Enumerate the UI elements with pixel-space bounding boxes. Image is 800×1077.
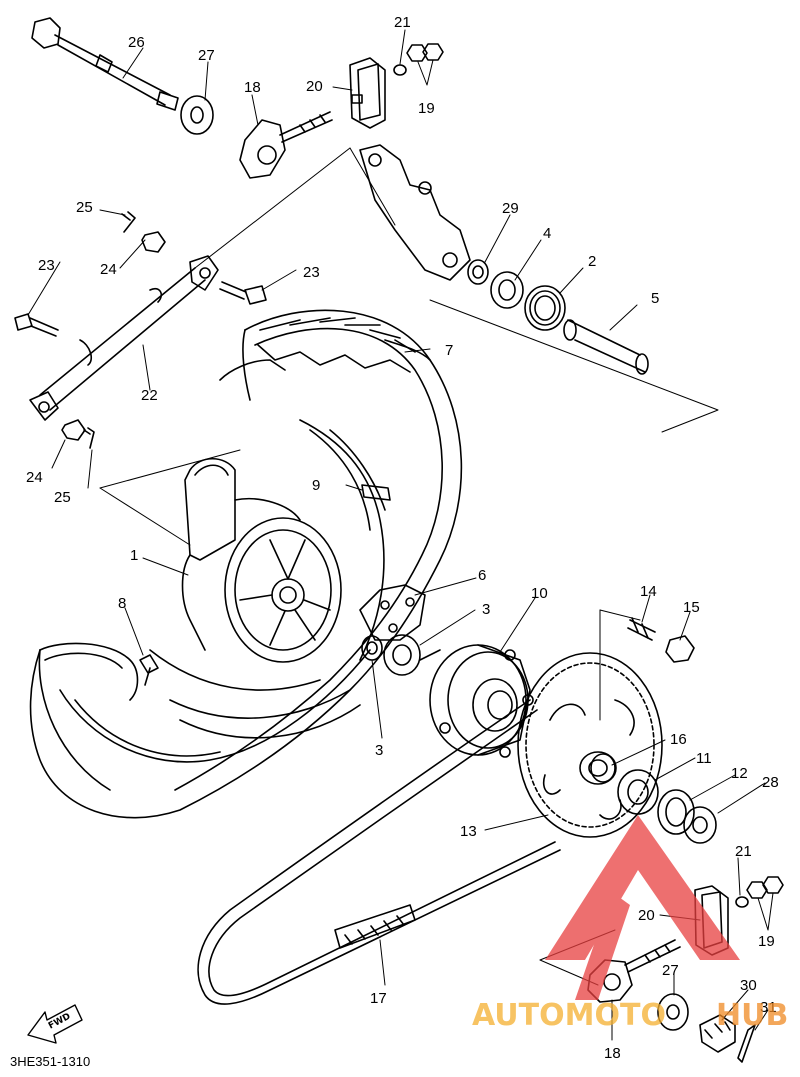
label-8: 8: [118, 595, 126, 612]
collar-16-part: [590, 753, 616, 783]
label-5: 5: [651, 290, 659, 307]
label-18-upper: 18: [244, 79, 261, 96]
forward-arrow-icon: [27, 1004, 83, 1044]
bolt-23-left-part: [14, 313, 59, 337]
label-31: 31: [760, 999, 777, 1016]
label-18-lower: 18: [604, 1045, 621, 1062]
part-labels: 1 2 3 3 4 5 6 7 8 9 10 11 12 13 14 15 16…: [26, 14, 779, 1062]
castle-nut-30-part: [699, 1014, 736, 1053]
valve-part: [139, 654, 159, 686]
tension-bar-part: [29, 255, 219, 421]
label-9: 9: [312, 477, 320, 494]
collar-28-part: [683, 806, 717, 844]
axle-part: [31, 17, 179, 111]
washer-part: [180, 95, 214, 135]
label-30: 30: [740, 977, 757, 994]
cotter-pin-25-bottom-part: [83, 427, 95, 449]
automotohub-logo: AUTOMOTO HUB: [472, 815, 788, 1033]
logo-text-right: HUB: [716, 998, 788, 1033]
leader-lines: [27, 29, 774, 1041]
nut-19-part: [406, 44, 428, 62]
label-2: 2: [588, 253, 596, 270]
tire-part: [29, 309, 463, 819]
label-10: 10: [531, 585, 548, 602]
label-20-lower: 20: [638, 907, 655, 924]
oil-seal-12-part: [657, 789, 695, 835]
bearing-3b-part: [383, 634, 421, 676]
spacer-5-part: [563, 319, 649, 375]
label-12: 12: [731, 765, 748, 782]
label-22: 22: [141, 387, 158, 404]
label-25-lower: 25: [54, 489, 71, 506]
label-7: 7: [445, 342, 453, 359]
label-19-lower: 19: [758, 933, 775, 950]
label-11: 11: [696, 750, 712, 767]
label-24-upper: 24: [100, 261, 117, 278]
nut-24-bottom-part: [61, 419, 86, 441]
label-4: 4: [543, 225, 551, 242]
label-15: 15: [683, 599, 700, 616]
label-23-right: 23: [303, 264, 320, 281]
label-1: 1: [130, 547, 138, 564]
nut-19-lower-part: [746, 881, 768, 899]
hub-10-part: [419, 644, 534, 758]
balance-weight-part: [361, 484, 391, 501]
label-28: 28: [762, 774, 779, 791]
stud-14-part: [627, 617, 656, 641]
nut-19b-part: [422, 43, 444, 61]
label-19-upper: 19: [418, 100, 435, 117]
bolt-23-right-part: [219, 281, 267, 305]
label-21-lower: 21: [735, 843, 752, 860]
washer-27-lower-part: [657, 993, 689, 1031]
label-13: 13: [460, 823, 477, 840]
label-27-upper: 27: [198, 47, 215, 64]
sprocket-13-part: [517, 652, 663, 838]
label-3-lower: 3: [375, 742, 383, 759]
label-21-upper: 21: [394, 14, 411, 31]
label-16: 16: [670, 731, 687, 748]
spacer-29-part: [467, 259, 489, 285]
nut-15-part: [665, 635, 695, 663]
washer-21-part: [393, 64, 407, 76]
label-29: 29: [502, 200, 519, 217]
chain-puller-part: [239, 111, 333, 179]
label-17: 17: [370, 990, 387, 1007]
logo-text-left: AUTOMOTO: [472, 998, 666, 1033]
drive-chain-17-part: [197, 699, 561, 1005]
washer-21-lower-part: [735, 896, 749, 908]
fwd-label: FWD: [47, 1012, 72, 1032]
wheel-part: [149, 419, 386, 739]
oil-seal-4-part: [490, 271, 524, 309]
cotter-pin-31-part: [737, 1024, 756, 1063]
label-20-upper: 20: [306, 78, 323, 95]
caliper-bracket-part: [359, 144, 471, 281]
label-24-lower: 24: [26, 469, 43, 486]
label-25-upper: 25: [76, 199, 93, 216]
bearing-2-part: [524, 285, 566, 331]
caliper-6-part: [359, 584, 426, 641]
adjusting-block-part: [349, 57, 386, 129]
label-27-lower: 27: [662, 962, 679, 979]
label-14: 14: [640, 583, 657, 600]
nut-19b-lower-part: [762, 876, 784, 894]
diagram-code: 3HE351-1310: [10, 1054, 90, 1069]
nut-24-top-part: [141, 231, 166, 253]
bearing-11-part: [617, 769, 659, 815]
label-3-upper: 3: [482, 601, 490, 618]
label-6: 6: [478, 567, 486, 584]
label-26: 26: [128, 34, 145, 51]
label-23-left: 23: [38, 257, 55, 274]
